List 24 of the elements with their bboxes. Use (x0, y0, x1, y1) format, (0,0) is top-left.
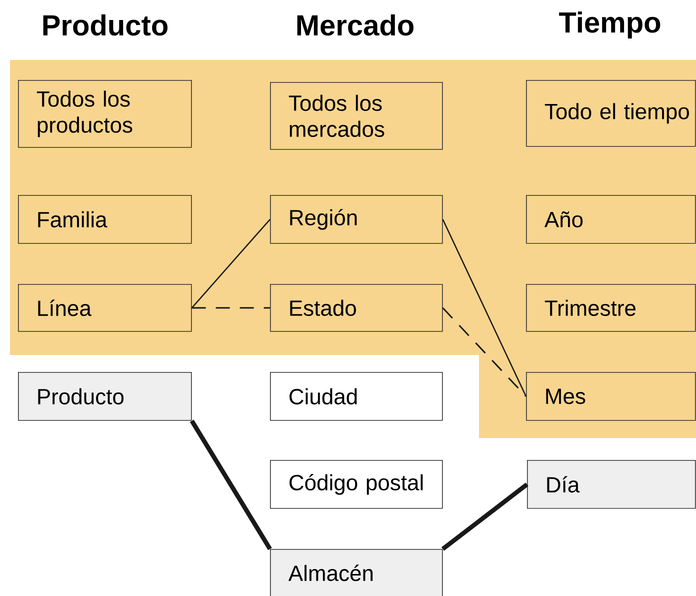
connector-line (190, 420, 272, 550)
level-box: Todo el tiempo (526, 80, 696, 147)
level-box: Estado (270, 284, 443, 332)
connector-line (442, 219, 527, 397)
level-box: Año (526, 195, 696, 244)
level-box: Todos los mercados (270, 82, 443, 150)
column-heading: Producto (43, 14, 168, 36)
level-box: Línea (18, 284, 192, 332)
column-heading: Tiempo (559, 11, 660, 39)
level-box: Almacén (270, 549, 443, 596)
level-box: Mes (526, 372, 696, 421)
level-box: Trimestre (526, 284, 696, 332)
level-box: Región (270, 195, 443, 244)
connector-line (441, 482, 528, 551)
level-box: Familia (18, 195, 192, 244)
level-box: Código postal (270, 460, 443, 509)
level-box: Día (527, 460, 696, 509)
connector-line (192, 307, 270, 309)
connector-line (442, 307, 527, 397)
connector-line (191, 218, 270, 308)
level-box: Todos los productos (18, 80, 192, 148)
level-box: Producto (18, 372, 192, 421)
level-box: Ciudad (270, 372, 443, 421)
column-heading: Mercado (297, 14, 414, 36)
